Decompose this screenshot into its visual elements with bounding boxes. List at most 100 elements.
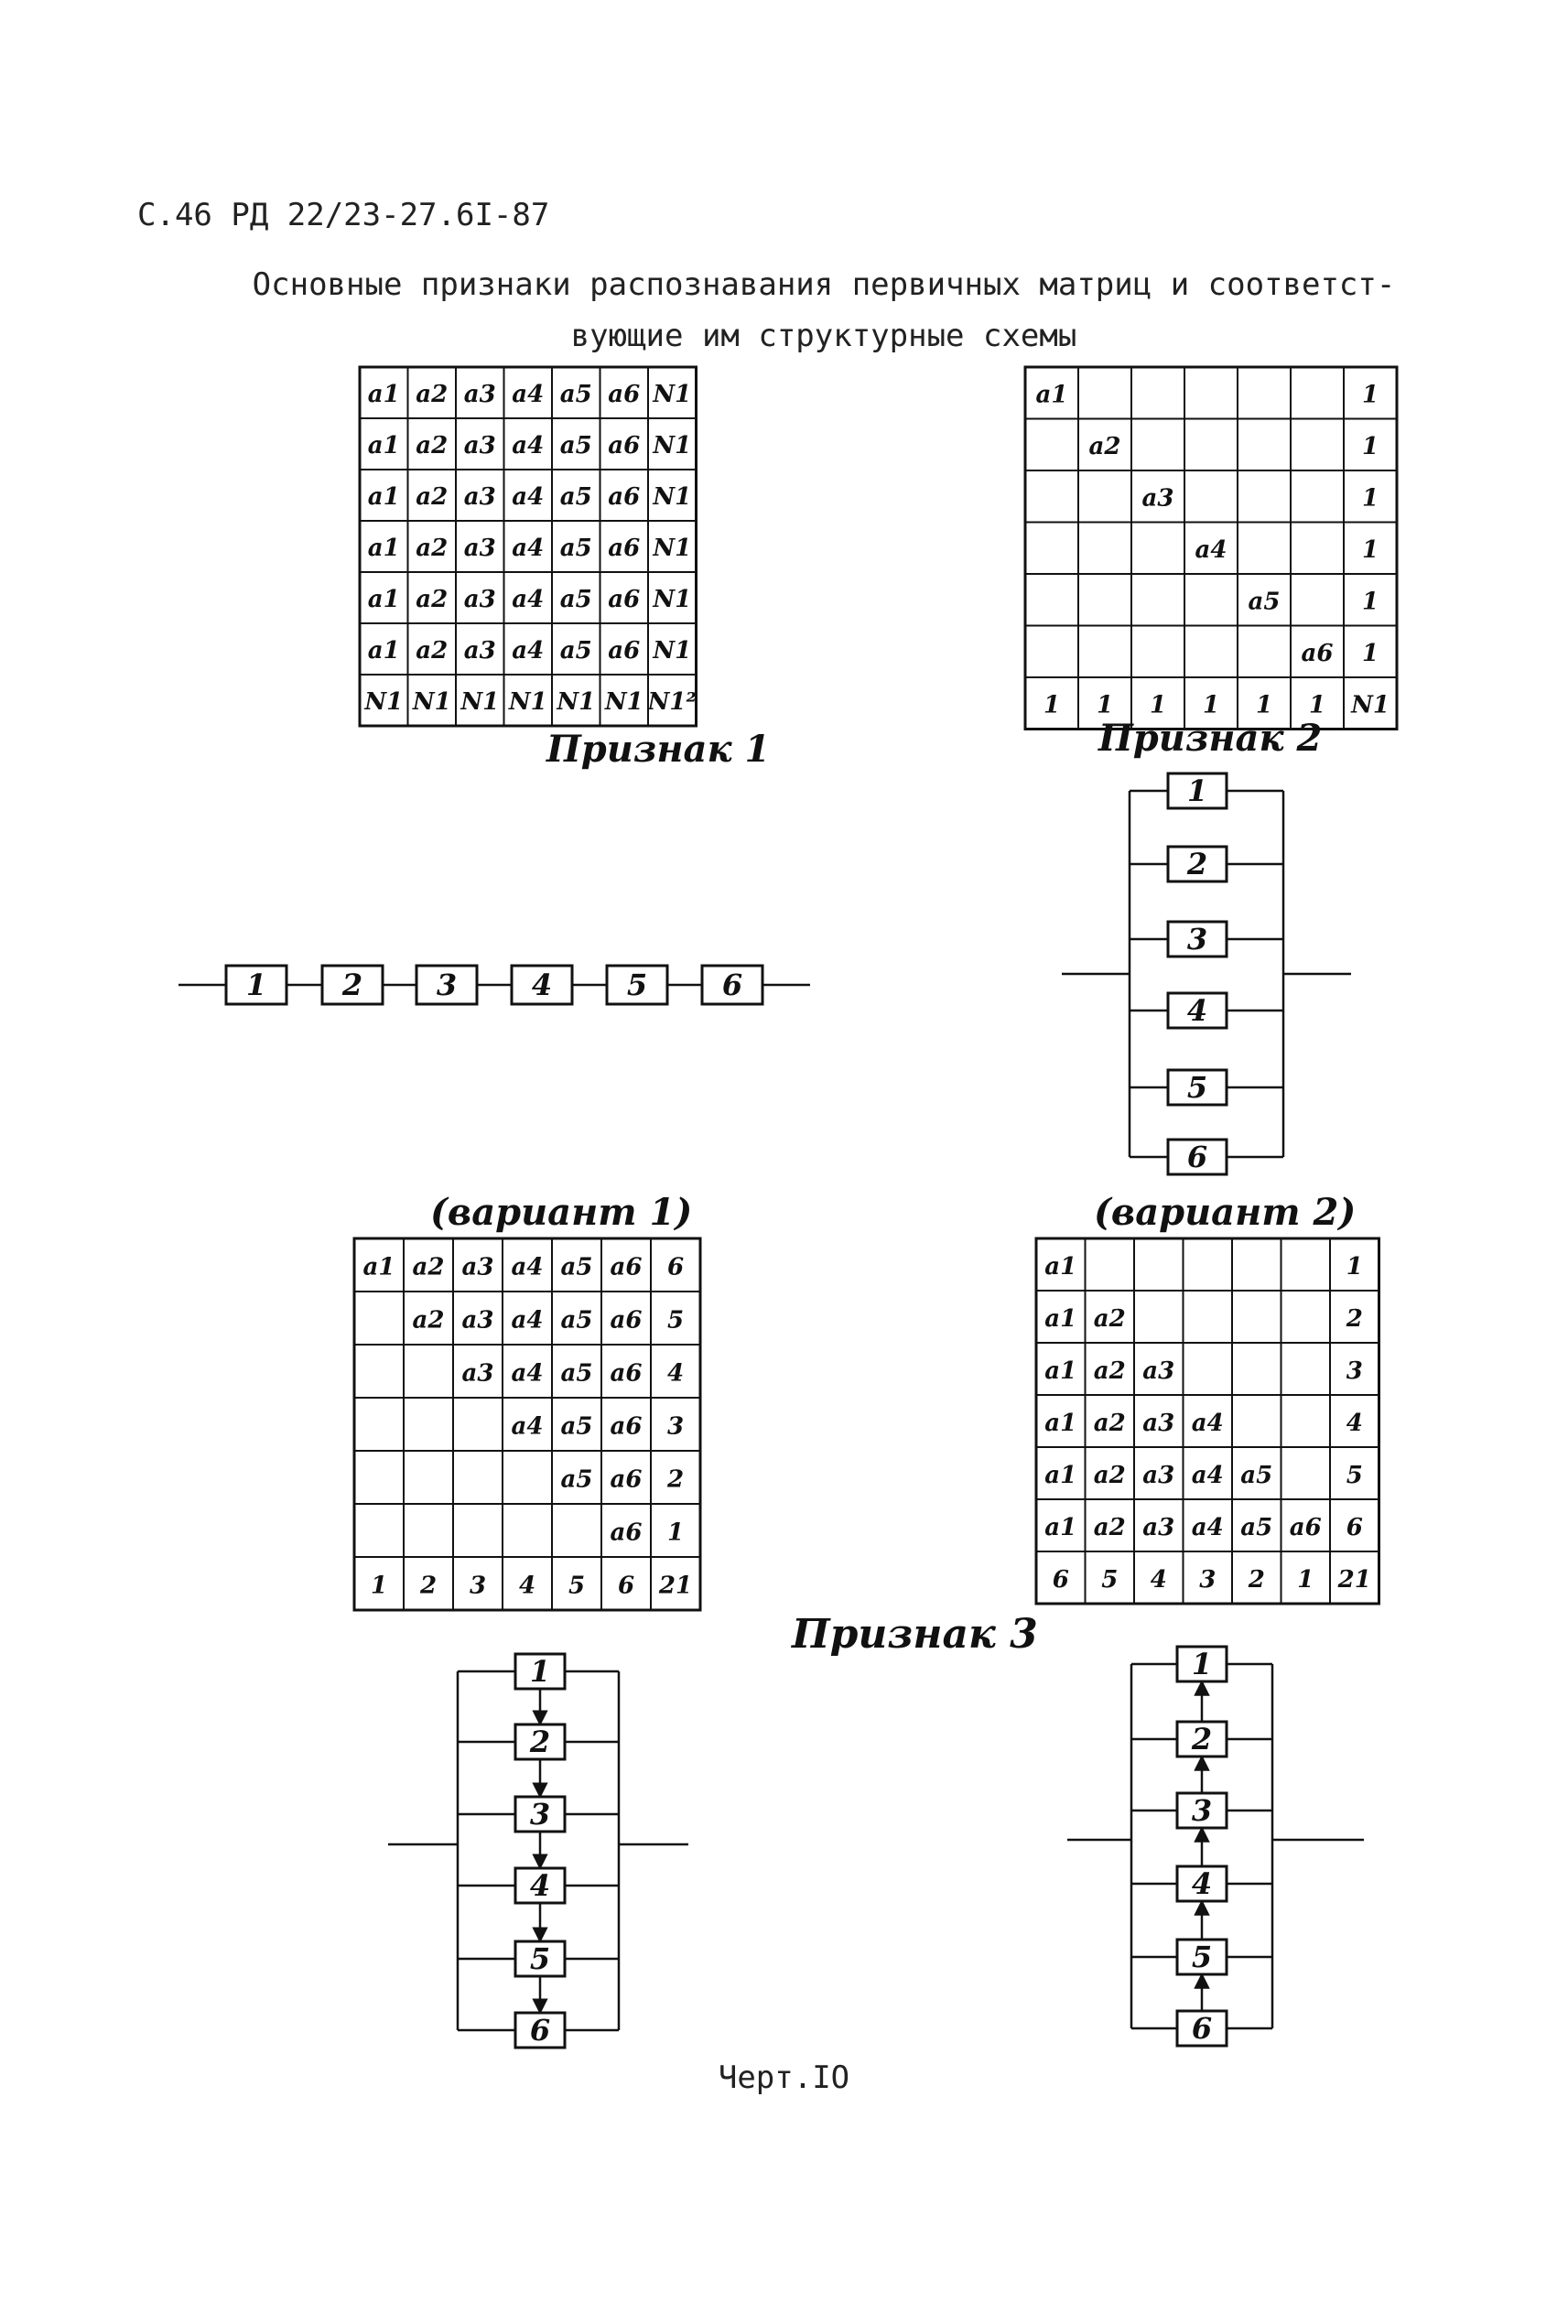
scheme-block-label: 3 bbox=[1192, 1793, 1212, 1828]
scheme-block-label: 3 bbox=[437, 967, 457, 1002]
matrix-cell: a3 bbox=[1142, 1357, 1174, 1385]
scheme-block bbox=[1175, 1791, 1228, 1830]
scheme-block bbox=[514, 2011, 567, 2049]
matrix-cell: a1 bbox=[363, 1253, 395, 1281]
matrix-cell: a6 bbox=[608, 432, 640, 459]
matrix-cell: a2 bbox=[416, 535, 448, 562]
matrix-cell: a6 bbox=[608, 483, 640, 511]
matrix-cell: N1 bbox=[652, 586, 691, 613]
matrix-cell: a4 bbox=[512, 1359, 544, 1387]
matrix-cell: a5 bbox=[560, 586, 592, 613]
matrix-cell: a3 bbox=[464, 432, 496, 459]
label-sign-3: Признак 3 bbox=[790, 1611, 1038, 1658]
scheme-block bbox=[1175, 1645, 1228, 1683]
matrix-cell: a6 bbox=[608, 381, 640, 408]
matrix-cell: a5 bbox=[561, 1359, 593, 1387]
label-sign-1: Признак 1 bbox=[546, 728, 770, 771]
scheme-block bbox=[1175, 1938, 1228, 1976]
matrix-cell: N1² bbox=[647, 688, 697, 716]
matrix-cell: N1 bbox=[363, 688, 403, 716]
scheme-block-label: 2 bbox=[1186, 847, 1207, 881]
scheme-block-label: 2 bbox=[529, 1724, 550, 1759]
matrix-cell: a5 bbox=[561, 1253, 593, 1281]
matrix-cell: a6 bbox=[611, 1306, 643, 1334]
matrix-cell: 5 bbox=[1101, 1566, 1118, 1594]
scheme-block bbox=[1166, 1138, 1228, 1176]
matrix-cell: a6 bbox=[1290, 1514, 1322, 1541]
matrix-cell: N1 bbox=[460, 688, 499, 716]
matrix-cell: a3 bbox=[462, 1306, 494, 1334]
scheme-block-label: 4 bbox=[532, 967, 552, 1002]
scheme-block bbox=[700, 964, 764, 1006]
matrix-cell: a1 bbox=[1036, 381, 1068, 408]
matrix-cell: a6 bbox=[611, 1519, 643, 1546]
matrix-cell: N1 bbox=[412, 688, 451, 716]
scheme-block bbox=[320, 964, 384, 1006]
matrix-cell: 1 bbox=[1362, 484, 1379, 512]
matrix-cell: N1 bbox=[604, 688, 643, 716]
scheme-block bbox=[514, 1866, 567, 1905]
matrix-cell: a5 bbox=[560, 483, 592, 511]
matrix-cell: 1 bbox=[1203, 691, 1219, 719]
matrix-cell: a2 bbox=[416, 637, 448, 665]
matrix-cell: 2 bbox=[1248, 1566, 1265, 1594]
scheme-block-label: 1 bbox=[246, 967, 266, 1002]
matrix-cell: a5 bbox=[560, 432, 592, 459]
matrix-cell: a3 bbox=[464, 586, 496, 613]
scheme-block-label: 2 bbox=[341, 967, 362, 1002]
scheme-block bbox=[514, 1723, 567, 1761]
matrix-cell: 4 bbox=[667, 1359, 684, 1387]
scheme-block bbox=[605, 964, 669, 1006]
matrix-cell: 1 bbox=[1097, 691, 1113, 719]
matrix-cell: a4 bbox=[512, 483, 544, 511]
matrix-cell: a5 bbox=[561, 1412, 593, 1440]
matrix-cell: a5 bbox=[560, 535, 592, 562]
matrix-cell: a2 bbox=[413, 1253, 445, 1281]
matrix-cell: a3 bbox=[462, 1253, 494, 1281]
matrix-cell: a4 bbox=[1192, 1514, 1224, 1541]
figure-caption: Черт.IO bbox=[718, 2059, 850, 2096]
matrix-cell: 5 bbox=[1346, 1462, 1363, 1489]
scheme-block bbox=[514, 1795, 567, 1833]
matrix-cell: a3 bbox=[1142, 1462, 1174, 1489]
matrix-cell: 1 bbox=[1362, 640, 1379, 667]
matrix-cell: 5 bbox=[568, 1572, 585, 1599]
matrix-cell: a3 bbox=[464, 483, 496, 511]
matrix-cell: a1 bbox=[1044, 1514, 1076, 1541]
matrix-cell: a6 bbox=[608, 535, 640, 562]
matrix-cell: a6 bbox=[608, 637, 640, 665]
matrix-cell: a2 bbox=[416, 432, 448, 459]
matrix-cell: a4 bbox=[512, 381, 544, 408]
scheme-block bbox=[1166, 991, 1228, 1030]
scheme-block-label: 1 bbox=[530, 1654, 550, 1689]
matrix-cell: 1 bbox=[1362, 433, 1379, 460]
matrix-cell: a2 bbox=[1094, 1305, 1126, 1333]
scheme-block-label: 4 bbox=[530, 1868, 550, 1903]
matrix-cell: a4 bbox=[512, 637, 544, 665]
matrix-cell: 4 bbox=[1151, 1566, 1167, 1594]
scheme-block-label: 5 bbox=[627, 967, 647, 1002]
scheme-block bbox=[514, 1940, 567, 1978]
matrix-cell: N1 bbox=[652, 483, 691, 511]
matrix-cell: a5 bbox=[561, 1306, 593, 1334]
matrix-cell: a1 bbox=[368, 535, 400, 562]
matrix-cell: 2 bbox=[666, 1465, 684, 1493]
matrix-cell: N1 bbox=[1350, 691, 1390, 719]
matrix-cell: 6 bbox=[618, 1572, 634, 1599]
matrix-cell: a5 bbox=[1240, 1462, 1272, 1489]
matrix-cell: a1 bbox=[1044, 1253, 1076, 1281]
scheme-block-label: 6 bbox=[1192, 2011, 1212, 2046]
scheme-block-label: 3 bbox=[1187, 922, 1207, 957]
matrix-cell: a1 bbox=[1044, 1462, 1076, 1489]
matrix-cell: N1 bbox=[508, 688, 547, 716]
matrix-cell: 1 bbox=[1362, 381, 1379, 408]
matrix-cell: a1 bbox=[368, 483, 400, 511]
scheme-block-label: 5 bbox=[530, 1941, 550, 1976]
scheme-block bbox=[415, 964, 479, 1006]
matrix-cell: a4 bbox=[1195, 536, 1227, 564]
matrix-cell: 1 bbox=[1256, 691, 1272, 719]
matrix-cell: a5 bbox=[1240, 1514, 1272, 1541]
